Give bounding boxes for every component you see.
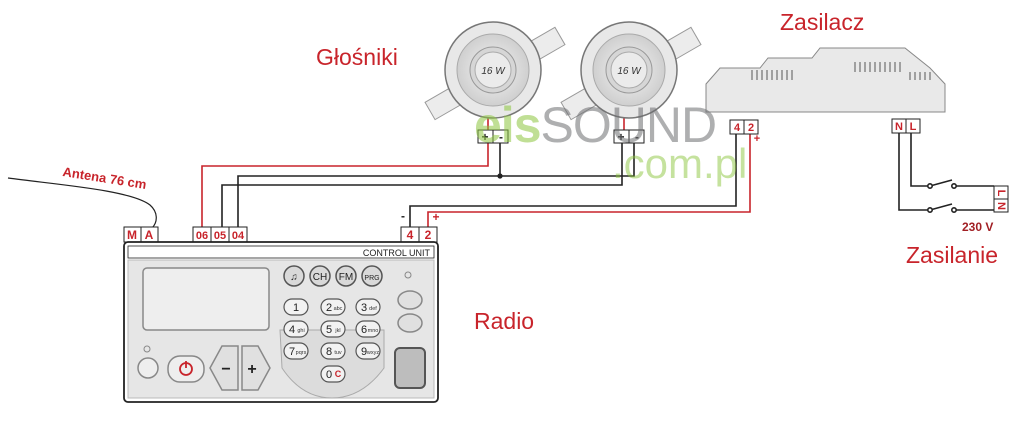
top-button-row: ♫ CH FM PRG — [283, 265, 383, 287]
terminal-2: 2 — [425, 228, 432, 242]
label-radio: Radio — [474, 308, 535, 334]
power-button[interactable] — [167, 355, 205, 383]
key-4-letters: ghi — [297, 328, 304, 334]
watermark-logo: eisSOUND — [474, 96, 718, 154]
ch-button-label: CH — [313, 272, 327, 283]
key-4-number: 4 — [289, 324, 295, 336]
watermark-part1: eis — [474, 97, 542, 153]
key-9-number: 9 — [361, 346, 367, 358]
fm-button[interactable] — [335, 265, 357, 287]
key-3[interactable] — [355, 298, 381, 316]
terminal-M: M — [127, 228, 137, 242]
speaker-right-minus: - — [635, 130, 639, 144]
prg-button[interactable] — [361, 265, 383, 287]
music-button-label: ♫ — [290, 272, 298, 283]
key-7-letters: pqrs — [296, 350, 307, 356]
psu-terminal-4: 4 — [734, 122, 741, 134]
key-0-number: 0 — [326, 369, 332, 381]
side-button-upper[interactable] — [397, 290, 423, 310]
radio-terminals: M A 06 05 04 4 2 - + — [123, 209, 440, 243]
speaker-left-minus: - — [499, 130, 503, 144]
control-unit-title: CONTROL UNIT — [363, 248, 431, 258]
speaker-left-plus: + — [481, 130, 488, 144]
ch-button[interactable] — [309, 265, 331, 287]
terminal-06: 06 — [196, 230, 208, 242]
key-4[interactable] — [283, 320, 309, 338]
key-5-letters: jkl — [334, 328, 340, 334]
speaker-right-plus: + — [617, 130, 624, 144]
label-power-supply: Zasilacz — [780, 9, 865, 35]
key-1-number: 1 — [293, 302, 299, 314]
terminal-05: 05 — [214, 230, 226, 242]
key-5[interactable] — [320, 320, 346, 338]
speaker-left-power: 16 W — [481, 66, 506, 77]
volume-down-label: − — [221, 361, 230, 378]
mains-terminal-L: L — [995, 190, 1007, 197]
key-3-number: 3 — [361, 302, 367, 314]
power-supply: 4 2 + N L — [705, 47, 946, 145]
key-0[interactable] — [320, 365, 346, 383]
key-7[interactable] — [283, 342, 309, 360]
control-unit: CONTROL UNIT − + — [123, 241, 439, 403]
small-led-icon — [143, 345, 151, 353]
mains-terminal: L N — [993, 185, 1009, 213]
indicator-led-icon — [404, 271, 412, 279]
key-2-number: 2 — [326, 302, 332, 314]
psu-plus-sign: + — [754, 133, 760, 145]
key-0-letters: C — [335, 369, 342, 379]
key-8-number: 8 — [326, 346, 332, 358]
watermark-domain: .com.pl — [612, 140, 748, 187]
lcd-display — [142, 267, 270, 331]
prg-button-label: PRG — [364, 275, 379, 282]
key-2[interactable] — [320, 298, 346, 316]
key-9[interactable] — [355, 342, 381, 360]
label-voltage: 230 V — [962, 220, 994, 234]
music-button[interactable] — [283, 265, 305, 287]
key-8-letters: tuv — [334, 350, 342, 356]
fm-button-label: FM — [339, 272, 353, 283]
key-1[interactable] — [283, 298, 309, 316]
label-mains: Zasilanie — [906, 242, 999, 268]
speaker-right-power: 16 W — [617, 66, 642, 77]
key-9-letters: wxyz — [366, 350, 379, 356]
volume-up-label: + — [247, 361, 256, 378]
label-speakers: Głośniki — [316, 44, 398, 70]
large-square-button[interactable] — [394, 347, 426, 389]
terminal-4: 4 — [407, 228, 414, 242]
terminal-minus-sign: - — [401, 209, 405, 223]
psu-terminal-2: 2 — [748, 122, 754, 134]
psu-terminal-L: L — [910, 121, 917, 133]
terminal-A: A — [145, 228, 154, 242]
key-8[interactable] — [320, 342, 346, 360]
wires — [201, 95, 994, 228]
watermark-part2: SOUND — [540, 97, 718, 153]
aux-round-button[interactable] — [137, 357, 159, 379]
key-2-letters: abc — [334, 306, 343, 312]
mains-terminal-N: N — [995, 202, 1007, 210]
psu-terminal-N: N — [895, 121, 903, 133]
key-3-letters: def — [369, 306, 377, 312]
key-6[interactable] — [355, 320, 381, 338]
key-5-number: 5 — [326, 324, 332, 336]
volume-up-button[interactable] — [241, 345, 271, 391]
psu-vents — [751, 62, 931, 80]
terminal-plus-sign: + — [432, 210, 439, 224]
side-button-lower[interactable] — [397, 313, 423, 333]
key-6-letters: mno — [368, 328, 379, 334]
speaker-right: 16 W + - — [560, 21, 702, 144]
speaker-left: 16 W + - — [424, 21, 566, 144]
terminal-04: 04 — [232, 230, 245, 242]
volume-down-button[interactable] — [209, 345, 239, 391]
key-6-number: 6 — [361, 324, 367, 336]
antenna-wire — [7, 177, 157, 229]
key-7-number: 7 — [289, 346, 295, 358]
